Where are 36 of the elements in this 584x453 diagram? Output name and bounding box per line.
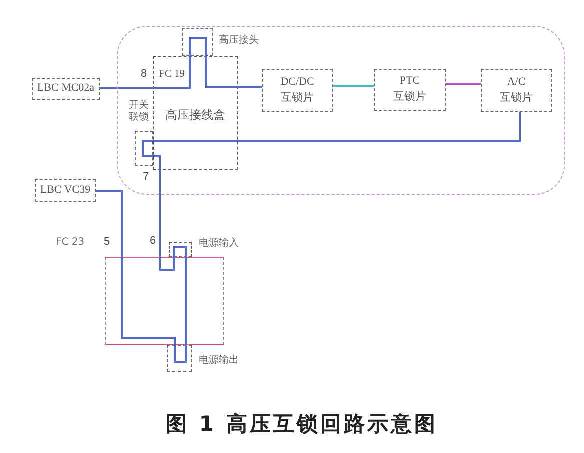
pin-number: 5 [104, 236, 110, 248]
interlock-box [481, 69, 552, 112]
node-label: LBC VC39 [40, 182, 91, 198]
connector-code: FC 19 [159, 68, 185, 82]
node-label: DC/DC 互锁片 [280, 74, 314, 106]
node-label: PTC 互锁片 [394, 74, 426, 105]
switch-box [135, 131, 153, 166]
wire [446, 83, 481, 85]
connector-box [167, 345, 192, 372]
node-label: A/C 互锁片 [500, 74, 533, 106]
part-label: 电源输入 [199, 238, 239, 250]
junction-box [153, 56, 238, 170]
part-label: 开关联锁 [129, 100, 149, 124]
connector-box [182, 28, 213, 56]
module-box [32, 78, 100, 100]
connector-box [169, 242, 192, 257]
dashed-region [117, 26, 565, 195]
wire [100, 87, 153, 89]
node-label: 高压接线盒 [166, 107, 226, 124]
pin-number: 6 [150, 235, 156, 248]
wire [159, 170, 161, 257]
part-label: 高压接头 [219, 35, 259, 47]
module-box [35, 179, 96, 202]
wire [238, 112, 521, 142]
wire [238, 86, 262, 88]
wire [96, 190, 123, 257]
figure-caption: 图 1 高压互锁回路示意图 [165, 411, 439, 438]
wire [333, 85, 374, 87]
interlock-box [262, 69, 333, 112]
pin-number: 8 [141, 68, 148, 80]
node-label: LBC MC02a [37, 81, 95, 96]
connector-housing [105, 257, 224, 345]
part-label: 电源输出 [199, 355, 239, 367]
pin-number: 7 [143, 171, 150, 184]
interlock-box [374, 69, 446, 111]
part-label: FC 23 [56, 237, 85, 249]
